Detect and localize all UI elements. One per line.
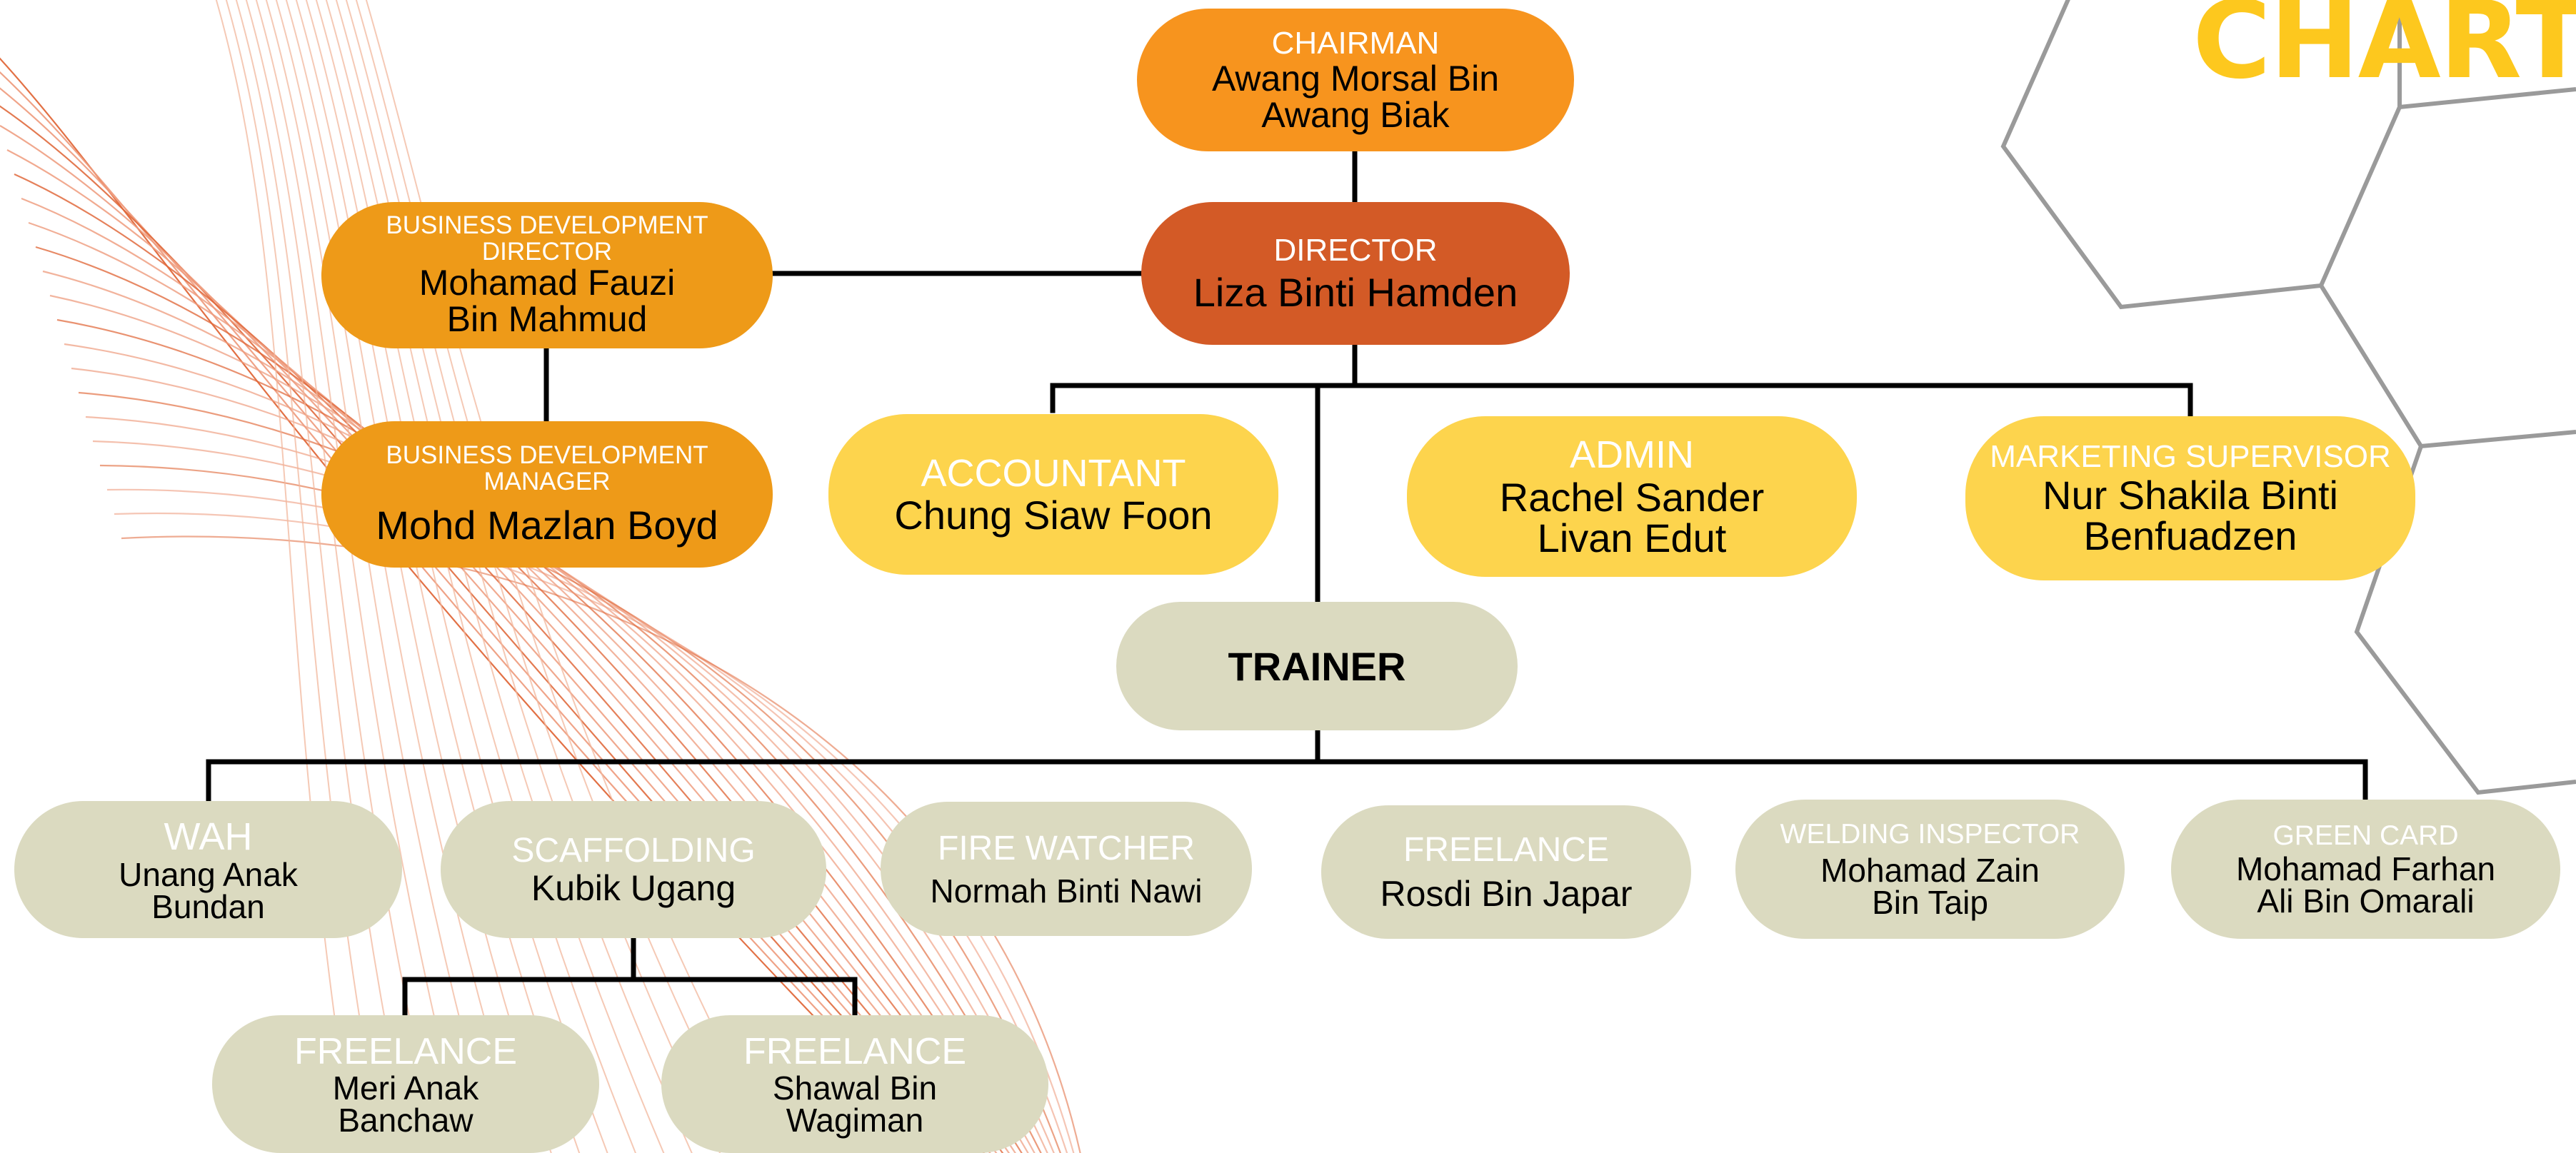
- bd-director-name: Mohamad Fauzi Bin Mahmud: [419, 263, 676, 340]
- green-card-name: Mohamad Farhan Ali Bin Omarali: [2235, 850, 2496, 920]
- accountant-role: ACCOUNTANT: [921, 451, 1186, 495]
- bd-manager-node: BUSINESS DEVELOPMENT MANAGER Mohd Mazlan…: [321, 421, 773, 568]
- chairman-node: CHAIRMAN Awang Morsal Bin Awang Biak: [1137, 9, 1574, 151]
- marketing-supervisor-node: MARKETING SUPERVISOR Nur Shakila Binti B…: [1965, 416, 2415, 580]
- freelance-role-3: FREELANCE: [743, 1030, 967, 1072]
- freelance-node-1: FREELANCE Rosdi Bin Japar: [1321, 805, 1691, 939]
- wah-node: WAH Unang Anak Bundan: [14, 801, 402, 938]
- freelance-role-1: FREELANCE: [1403, 830, 1610, 869]
- welding-inspector-role: WELDING INSPECTOR: [1780, 818, 2080, 850]
- director-name: Liza Binti Hamden: [1193, 270, 1518, 316]
- marketing-supervisor-name: Nur Shakila Binti Benfuadzen: [2043, 472, 2338, 559]
- freelance-role-2: FREELANCE: [294, 1030, 518, 1072]
- fire-watcher-node: FIRE WATCHER Normah Binti Nawi: [881, 802, 1252, 936]
- freelance-node-2: FREELANCE Meri Anak Banchaw: [212, 1015, 599, 1153]
- freelance-name-2: Meri Anak Banchaw: [332, 1069, 479, 1139]
- trainer-role: TRAINER: [1228, 643, 1406, 689]
- connector-freelance-bus: [402, 977, 858, 1018]
- scaffolding-node: SCAFFOLDING Kubik Ugang: [441, 801, 826, 938]
- connector-staff-bus: [206, 759, 2368, 804]
- green-card-role: GREEN CARD: [2272, 820, 2459, 851]
- admin-role: ADMIN: [1570, 433, 1694, 477]
- wah-role: WAH: [164, 815, 253, 859]
- wave-line: [235, 0, 411, 1153]
- bd-director-node: BUSINESS DEVELOPMENT DIRECTOR Mohamad Fa…: [321, 202, 773, 348]
- bd-director-role: BUSINESS DEVELOPMENT DIRECTOR: [386, 211, 708, 266]
- welding-inspector-node: WELDING INSPECTOR Mohamad Zain Bin Taip: [1735, 800, 2125, 939]
- wave-line: [78, 391, 1042, 1153]
- welding-inspector-name: Mohamad Zain Bin Taip: [1820, 851, 2040, 921]
- marketing-supervisor-role: MARKETING SUPERVISOR: [1990, 439, 2391, 475]
- connector-support-bus: [1050, 383, 2193, 418]
- chairman-name: Awang Morsal Bin Awang Biak: [1211, 59, 1500, 136]
- bd-manager-name: Mohd Mazlan Boyd: [376, 503, 718, 548]
- chart-title: CHART: [2192, 0, 2576, 103]
- scaffolding-name: Kubik Ugang: [531, 867, 736, 908]
- wave-line: [225, 0, 384, 1153]
- freelance-name-3: Shawal Bin Wagiman: [772, 1069, 938, 1139]
- wah-name: Unang Anak Bundan: [119, 855, 298, 925]
- accountant-node: ACCOUNTANT Chung Siaw Foon: [828, 414, 1278, 575]
- scaffolding-role: SCAFFOLDING: [511, 832, 756, 870]
- director-role: DIRECTOR: [1273, 232, 1438, 268]
- wave-line: [215, 0, 356, 1153]
- fire-watcher-name: Normah Binti Nawi: [930, 872, 1203, 910]
- fire-watcher-role: FIRE WATCHER: [938, 830, 1195, 868]
- chairman-role: CHAIRMAN: [1271, 25, 1440, 61]
- bd-manager-role: BUSINESS DEVELOPMENT MANAGER: [386, 440, 708, 495]
- wave-line: [64, 343, 1029, 1153]
- director-node: DIRECTOR Liza Binti Hamden: [1141, 202, 1570, 345]
- green-card-node: GREEN CARD Mohamad Farhan Ali Bin Omaral…: [2171, 800, 2560, 939]
- freelance-name-1: Rosdi Bin Japar: [1380, 874, 1633, 915]
- trainer-node: TRAINER: [1116, 602, 1518, 730]
- wave-line: [121, 535, 1081, 1153]
- freelance-node-3: FREELANCE Shawal Bin Wagiman: [661, 1015, 1048, 1153]
- admin-name: Rachel Sander Livan Edut: [1499, 474, 1765, 561]
- accountant-name: Chung Siaw Foon: [894, 493, 1213, 538]
- admin-node: ADMIN Rachel Sander Livan Edut: [1407, 416, 1857, 577]
